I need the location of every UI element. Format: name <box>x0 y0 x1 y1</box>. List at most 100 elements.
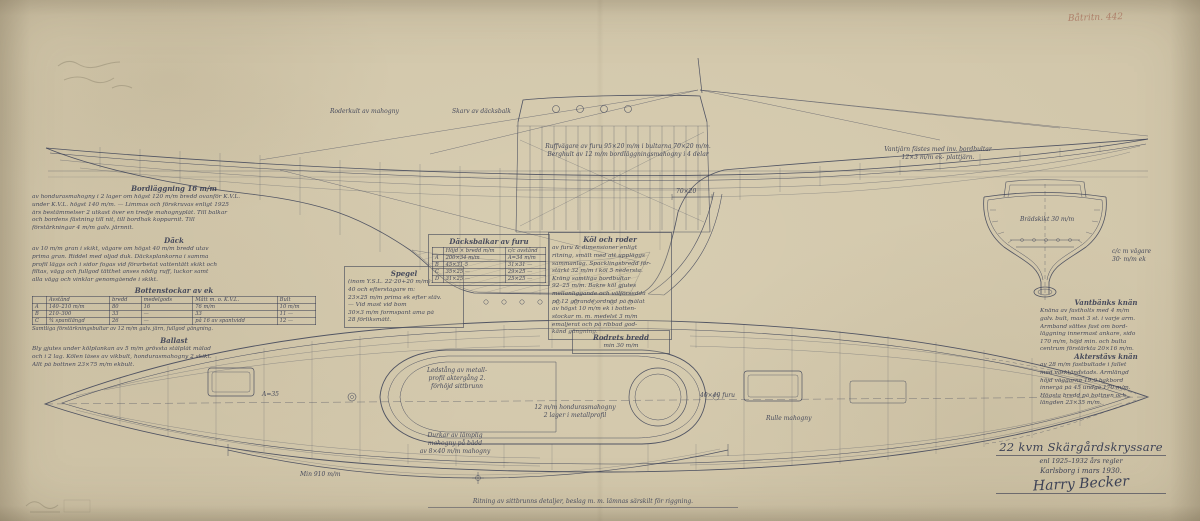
table-header-cell: Mått m. o. K.V.L. <box>192 296 278 305</box>
text-line: alla vägg och vinklar genomgående i skik… <box>32 276 158 283</box>
text-line: Bly gjutes under kölplankan av 5 m/m grö… <box>32 346 211 353</box>
text-line: med varktändstads. Armlängd <box>1040 369 1129 376</box>
block-heading: Bottenstockar av ek <box>134 286 214 295</box>
block-heading: Däcksbalkar av furu <box>449 237 529 246</box>
text-line: höjd väggarna 19:0 bakbord <box>1040 377 1124 384</box>
block-heading: Ballast <box>160 336 188 345</box>
table-cell: 12 — <box>276 317 317 326</box>
rule-line <box>996 493 1166 494</box>
text-line: galv. bult, mast 3 st. i varje arm. <box>1040 315 1136 322</box>
drawing-label: Ledstång av metall-profil aktergång 2.fö… <box>426 367 488 390</box>
spec-block-vantbank: Vantbänks knän Knäna av fastholts med 4 … <box>1040 298 1172 354</box>
table-cell: på 16 av spantvidd <box>192 317 278 326</box>
table-header-cell: c/c avstånd <box>504 247 547 256</box>
text-line: emaljerat och på ribbad god- <box>552 321 638 328</box>
table-cell: 35×25 — <box>442 268 506 277</box>
text-line: min 30 m/m <box>603 343 639 350</box>
block-heading: Rodrets bredd <box>593 333 649 342</box>
text-line: sammanlag. Spacklingsbredd för- <box>552 260 651 267</box>
text-line: 23×25 m/m prima ek efter stäv. <box>348 294 442 301</box>
pencil-scribbles <box>25 60 133 513</box>
table-cell: A <box>432 254 444 263</box>
drawing-title: 22 kvm Skärgårdskryssare <box>999 440 1163 454</box>
body-plan-section <box>983 179 1107 300</box>
table-header-cell: bredd <box>108 296 142 305</box>
text-line: Allt på bottnen 23×75 m/m ekbult. <box>32 361 135 368</box>
drawing-label: 40×40 furu <box>700 392 736 399</box>
table-cell: — <box>140 317 194 326</box>
table-cell: 200×34 m/m <box>442 254 506 263</box>
table-header-cell: Bult <box>276 296 317 305</box>
table-cell: 140–210 m/m <box>45 303 110 312</box>
table-header-cell: Höjd × bredd m/m <box>442 247 506 256</box>
text-line: innergå på 45 undgå 170 m/m. <box>1040 385 1131 392</box>
text-line: läggning innermast ankare, sido <box>1040 331 1136 338</box>
table-cell: D <box>432 275 444 284</box>
spec-block-rodret: Rodrets bredd min 30 m/m <box>572 330 670 354</box>
text-line: profil läggs och i sidor fogas vid förar… <box>32 261 218 268</box>
drawing-label: 70×20 <box>676 188 697 195</box>
text-line: på 12 görande ordnad på målat <box>552 298 645 305</box>
spec-block-bordlaggning: Bordläggning 16 m/m av hondurasmahogny i… <box>32 184 316 232</box>
text-line: 28 förliksmått. <box>348 317 392 324</box>
text-line: 30×3 m/m formspant ama på <box>348 309 434 316</box>
text-line: (inom Y.S.L. 22·20+20 m/m): <box>348 279 433 286</box>
text-line: — Vid mast vid bom <box>348 302 407 309</box>
table-cell: 16 <box>140 303 194 312</box>
table-cell: 25×25 — <box>504 275 547 284</box>
table-footnote: Samtliga förstärkningsbultar av 12 m/m g… <box>32 326 214 333</box>
drawing-label: Rulle mahogny <box>766 415 812 422</box>
text-line: 92–25 m/m. Bakre köl gjutes <box>552 283 637 290</box>
text-line: filtas, vägg och fullgod tätthet anses n… <box>32 269 209 276</box>
text-line: av furu & dimensioner enligt <box>552 245 638 252</box>
text-line: 170 m/m, höjd min. och bulta <box>1040 338 1127 345</box>
table-cell: A=34 m/m <box>504 254 547 263</box>
spec-block-spegel: Spegel (inom Y.S.L. 22·20+20 m/m):40 och… <box>344 266 464 329</box>
text-line: stockar m. m. medelst 3 m/m <box>552 314 638 320</box>
text-line: ritning, smält med att uppläggs <box>552 252 645 259</box>
text-line: års bestämmelser 2 utkast över en tredje… <box>32 209 228 216</box>
table-cell: B <box>32 310 47 319</box>
construction-inset <box>515 94 711 233</box>
block-heading: Akterstävs knän <box>1074 352 1138 361</box>
text-line: Armband sättes fast om bord- <box>1040 323 1128 330</box>
spec-block-kol-roder: Köl och roder av furu & dimensioner enli… <box>548 232 672 340</box>
table-cell: 31×25 — <box>442 275 506 284</box>
table-cell: 76 m/m <box>192 303 278 312</box>
text-line: mellanliggande och välförsedda <box>552 291 646 298</box>
spec-block-dack: Däck av 10 m/m gran i skikt, vägare om h… <box>32 236 316 284</box>
text-line: prima gran. Riddel med oljad duk. Däcksp… <box>32 253 209 260</box>
text-line: förstärkningar 4 m/m galv. järnnit. <box>32 224 134 231</box>
drawing-place-date: Karlsborg i mars 1930. <box>1040 467 1122 475</box>
text-line: Knäna av fastholts med 4 m/m <box>1040 308 1130 315</box>
table-cell: ¾ spantlängd <box>45 317 110 326</box>
table-header-cell <box>432 247 444 256</box>
table-cell: C <box>32 317 47 326</box>
title-block: 22 kvm Skärgårdskryssare enl 1925–1932 å… <box>988 440 1174 495</box>
text-line: 40 och efterstagare m: <box>348 286 416 293</box>
table-cell: 33 <box>192 310 278 319</box>
table-header-cell: Avstånd <box>45 296 110 305</box>
deck-plan-view <box>43 319 1150 484</box>
archive-corner-note: Båtritn. 442 <box>1067 12 1124 24</box>
table-cell: A <box>32 303 47 312</box>
drawing-label: Skarv av däcksbalk <box>452 108 511 115</box>
text-line: och bordens fästning till nit, till bord… <box>32 217 195 224</box>
text-line: längden 23×35 m/m. <box>1040 400 1102 407</box>
drawing-label: Brädskikt 30 m/m <box>1020 216 1075 223</box>
rigging-lines <box>259 89 1149 263</box>
text-line: Högsta bredd på bottnen och <box>1040 392 1127 399</box>
block-heading: Vantbänks knän <box>1074 298 1138 307</box>
